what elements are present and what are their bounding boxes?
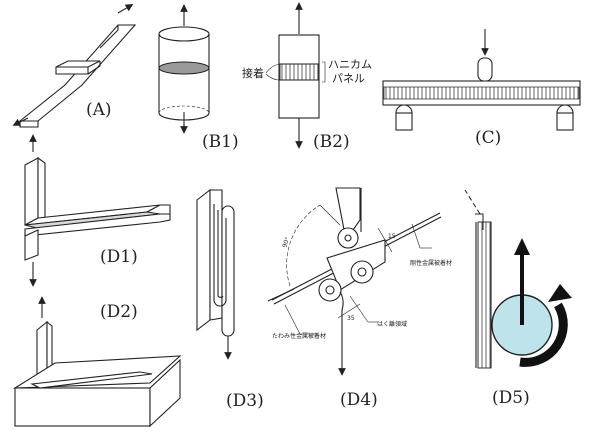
b2-adhesive-label: 接着 — [242, 66, 264, 80]
label-d4: (D4) — [340, 390, 378, 410]
d4-flexible-adherend: たわみ性金属被着材 — [272, 332, 326, 340]
label-b2: (B2) — [313, 132, 350, 152]
figure-a-lap-shear: (A) — [12, 4, 137, 128]
figure-d2-block-peel: (D2) — [12, 296, 182, 428]
figure-b1-cylinder-tensile: (B1) — [158, 4, 239, 152]
b2-panel-label: パネル — [332, 72, 365, 85]
d4-dim-35: 35 — [347, 315, 355, 322]
figure-d1-peel: (D1) — [24, 134, 171, 287]
d4-angle-label: 90° — [281, 236, 291, 248]
b2-honeycomb-label: ハニカム — [328, 58, 372, 71]
label-a: (A) — [86, 100, 112, 120]
figure-b2-honeycomb: 接着 ハニカム パネル (B2) — [242, 2, 372, 152]
label-d3: (D3) — [226, 391, 264, 411]
label-d1: (D1) — [100, 247, 138, 267]
d4-rigid-adherend: 剛性金属被着材 — [410, 259, 452, 267]
d4-peel-area: はく離領域 — [377, 320, 407, 328]
label-c: (C) — [475, 128, 501, 148]
d4-dim-15: 15 — [388, 233, 396, 240]
label-b1: (B1) — [202, 132, 239, 152]
figure-c-bending: (C) — [382, 29, 581, 148]
figure-d4-roller-peel: 90° 15 35 剛性金属被着材 はく離領域 たわみ性金属被着材 (D4) — [267, 187, 452, 410]
label-d2: (D2) — [100, 302, 138, 322]
figure-d5-rotation-peel: (D5) — [464, 189, 572, 408]
label-d5: (D5) — [492, 388, 530, 408]
figure-d3-peel: (D3) — [196, 188, 264, 411]
